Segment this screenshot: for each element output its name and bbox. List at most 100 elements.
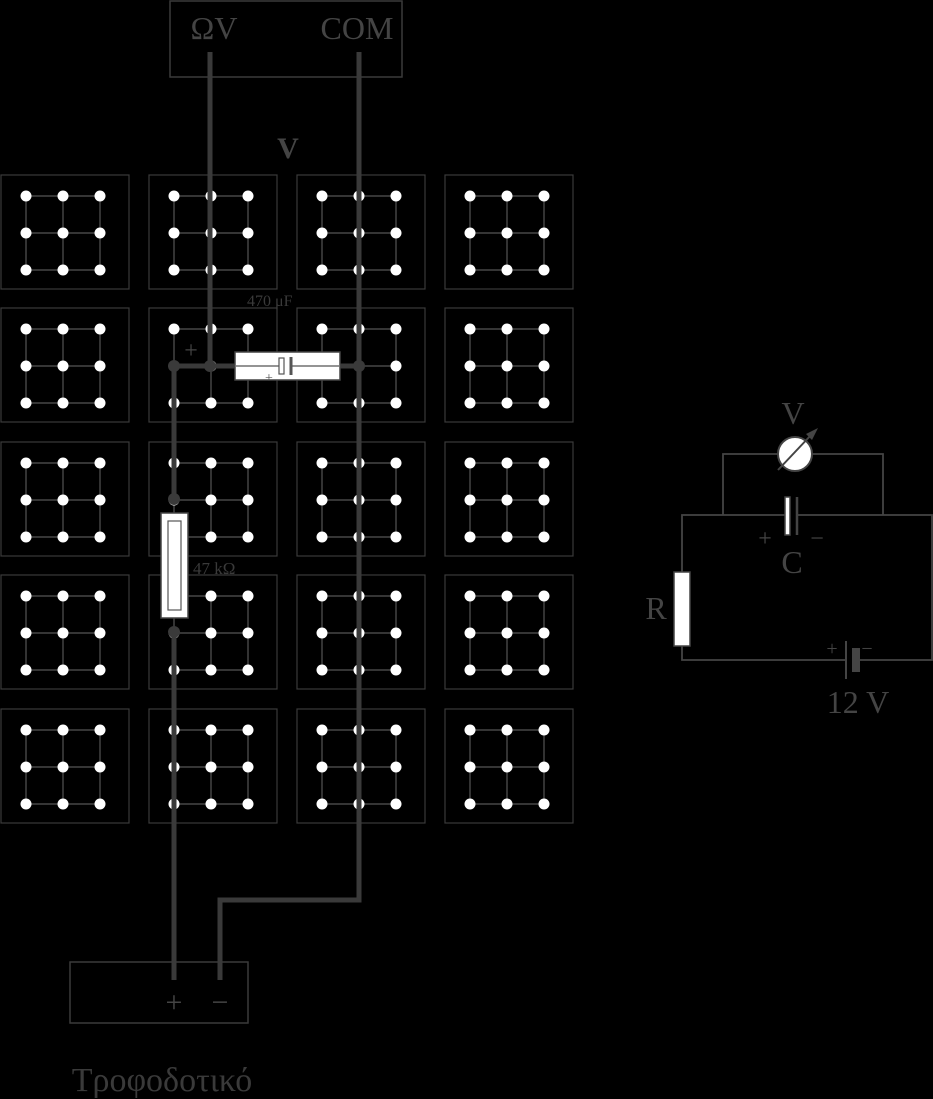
breadboard-hole [57, 457, 69, 469]
loop-top-left [681, 514, 786, 572]
breadboard-hole [316, 190, 328, 202]
breadboard-hole [501, 323, 513, 335]
breadboard-hole [94, 531, 106, 543]
block-outline [148, 174, 278, 290]
com-terminal-label: COM [321, 10, 394, 46]
breadboard-hole [57, 724, 69, 736]
breadboard-hole [538, 761, 550, 773]
breadboard-hole [390, 798, 402, 810]
breadboard-hole [538, 531, 550, 543]
breadboard-hole [94, 360, 106, 372]
breadboard-hole [464, 397, 476, 409]
block-outline [0, 441, 130, 557]
breadboard-hole [242, 798, 254, 810]
breadboard-hole [242, 590, 254, 602]
breadboard-grid [0, 174, 574, 824]
breadboard-hole [94, 664, 106, 676]
breadboard-hole [538, 494, 550, 506]
block-outline [444, 441, 574, 557]
breadboard-hole [538, 798, 550, 810]
power-supply-label: Τροφοδοτικό [72, 1062, 253, 1099]
breadboard-hole [20, 397, 32, 409]
breadboard-hole [538, 457, 550, 469]
capacitor-inner-plus: + [265, 371, 273, 386]
breadboard-hole [20, 761, 32, 773]
power-supply: + − [69, 961, 249, 1024]
schematic-voltmeter-label: V [781, 395, 804, 431]
breadboard-hole [205, 590, 217, 602]
schematic-capacitor-plus: + [758, 526, 772, 552]
block-outline [444, 708, 574, 824]
loop-right [797, 514, 933, 661]
breadboard-hole [501, 590, 513, 602]
breadboard-hole [538, 360, 550, 372]
breadboard-hole [57, 190, 69, 202]
block-outline [148, 441, 278, 557]
breadboard-hole [501, 190, 513, 202]
breadboard-hole [464, 590, 476, 602]
block-outline [444, 307, 574, 423]
multimeter: ΩV COM [169, 0, 403, 78]
breadboard-hole [242, 627, 254, 639]
breadboard-hole [538, 627, 550, 639]
schematic-battery-voltage: 12 V [827, 684, 890, 720]
breadboard-hole [57, 798, 69, 810]
breadboard-hole [242, 264, 254, 276]
breadboard-hole [501, 664, 513, 676]
breadboard-hole [538, 264, 550, 276]
breadboard-hole [57, 590, 69, 602]
breadboard-hole [57, 627, 69, 639]
block-outline [0, 174, 130, 290]
breadboard-hole [316, 264, 328, 276]
breadboard-hole [316, 664, 328, 676]
breadboard-hole [390, 531, 402, 543]
block-outline [0, 307, 130, 423]
schematic-battery [845, 641, 860, 679]
breadboard-hole [57, 323, 69, 335]
breadboard-hole [316, 323, 328, 335]
breadboard-hole [464, 227, 476, 239]
breadboard-hole [242, 664, 254, 676]
meter-com-wire [217, 52, 362, 980]
breadboard-hole [20, 724, 32, 736]
breadboard-hole [205, 724, 217, 736]
breadboard-hole [390, 190, 402, 202]
breadboard-hole [538, 227, 550, 239]
circuit-schematic: V + − C R + − 12 V [645, 395, 933, 720]
schematic-wires [681, 453, 933, 661]
breadboard-hole [94, 590, 106, 602]
capacitor-plus-label: + [184, 338, 198, 364]
breadboard-hole [168, 323, 180, 335]
breadboard-block [444, 574, 574, 690]
breadboard-hole [316, 494, 328, 506]
breadboard-hole [168, 190, 180, 202]
breadboard-block [444, 441, 574, 557]
breadboard-hole [94, 724, 106, 736]
breadboard-hole [242, 323, 254, 335]
breadboard-hole [20, 494, 32, 506]
breadboard-hole [538, 590, 550, 602]
breadboard-hole [538, 190, 550, 202]
breadboard-hole [316, 627, 328, 639]
block-outline [444, 174, 574, 290]
wires [171, 52, 362, 980]
breadboard-hole [316, 531, 328, 543]
breadboard-hole [390, 724, 402, 736]
breadboard-hole [94, 494, 106, 506]
breadboard-hole [538, 397, 550, 409]
junction-dots [168, 360, 365, 638]
breadboard-hole [316, 798, 328, 810]
breadboard-block [0, 174, 130, 290]
multimeter-box [169, 0, 403, 78]
breadboard-hole [205, 664, 217, 676]
breadboard-block [148, 174, 278, 290]
schematic-capacitor-label: C [781, 544, 802, 580]
breadboard-hole [20, 798, 32, 810]
breadboard-hole [20, 531, 32, 543]
block-outline [0, 574, 130, 690]
breadboard-hole [205, 761, 217, 773]
breadboard-hole [57, 531, 69, 543]
breadboard-hole [390, 761, 402, 773]
breadboard-block [444, 307, 574, 423]
breadboard-hole [242, 190, 254, 202]
